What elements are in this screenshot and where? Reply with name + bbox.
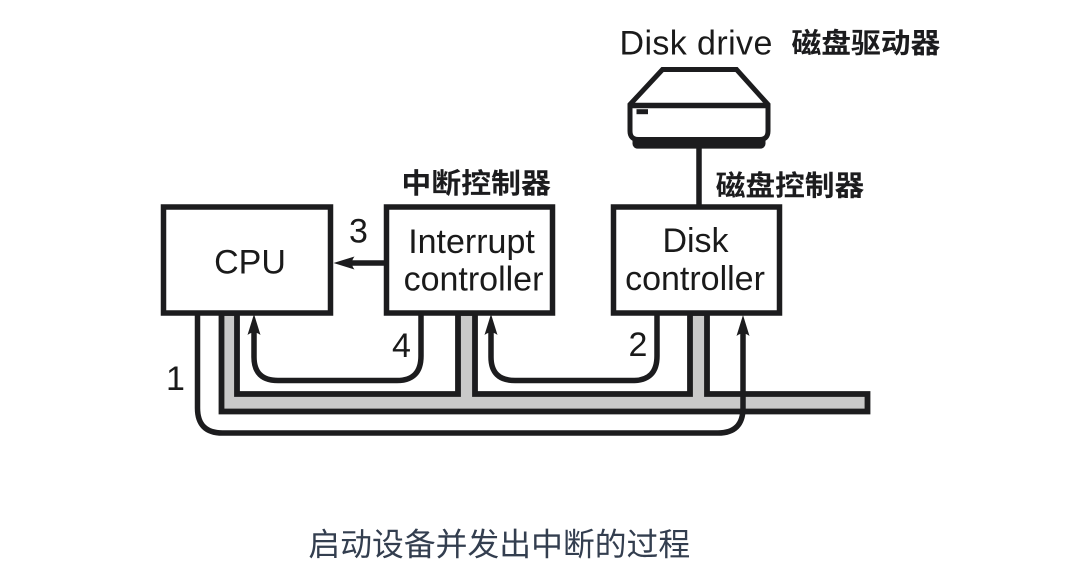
svg-text:Disk drive: Disk drive: [620, 25, 773, 63]
svg-text:Disk: Disk: [662, 222, 729, 260]
svg-text:3: 3: [349, 213, 368, 251]
svg-text:controller: controller: [625, 260, 765, 298]
svg-text:4: 4: [392, 327, 411, 365]
svg-text:1: 1: [166, 360, 185, 398]
svg-text:Interrupt: Interrupt: [408, 223, 535, 261]
svg-text:controller: controller: [404, 261, 544, 299]
svg-text:CPU: CPU: [214, 244, 286, 282]
svg-text:2: 2: [629, 326, 648, 364]
